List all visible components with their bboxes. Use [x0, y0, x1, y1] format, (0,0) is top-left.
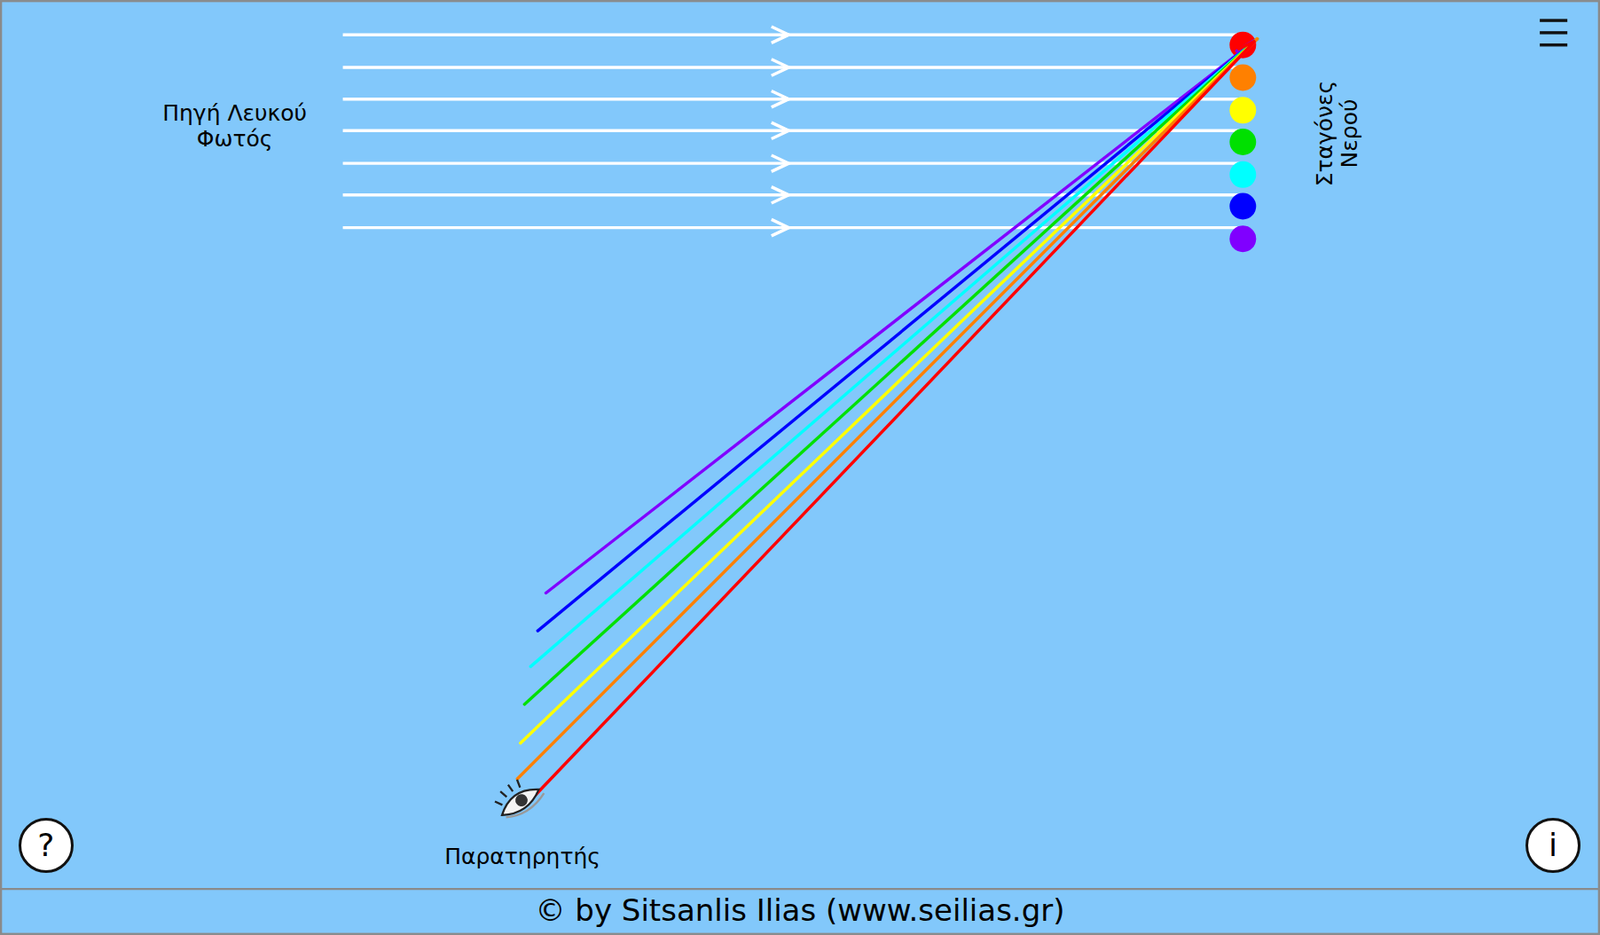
footer-separator	[0, 887, 1600, 890]
button-symbol: ?	[37, 829, 55, 862]
help-button: ?	[18, 817, 74, 873]
observer-label: Παρατηρητής	[444, 843, 601, 871]
info-button: i	[1525, 817, 1581, 873]
water-drops-label: Σταγόνες Νερού	[1312, 67, 1362, 201]
eye-icon	[489, 770, 547, 824]
menu-icon	[1539, 20, 1568, 46]
dispersed-rays	[517, 39, 1257, 804]
white-light-rays	[343, 26, 1240, 236]
button-symbol: i	[1548, 829, 1558, 862]
copyright-note: © by Sitsanlis Ilias (www.seilias.gr)	[535, 892, 1066, 929]
light-source-label: Πηγή Λευκού Φωτός	[141, 101, 329, 153]
